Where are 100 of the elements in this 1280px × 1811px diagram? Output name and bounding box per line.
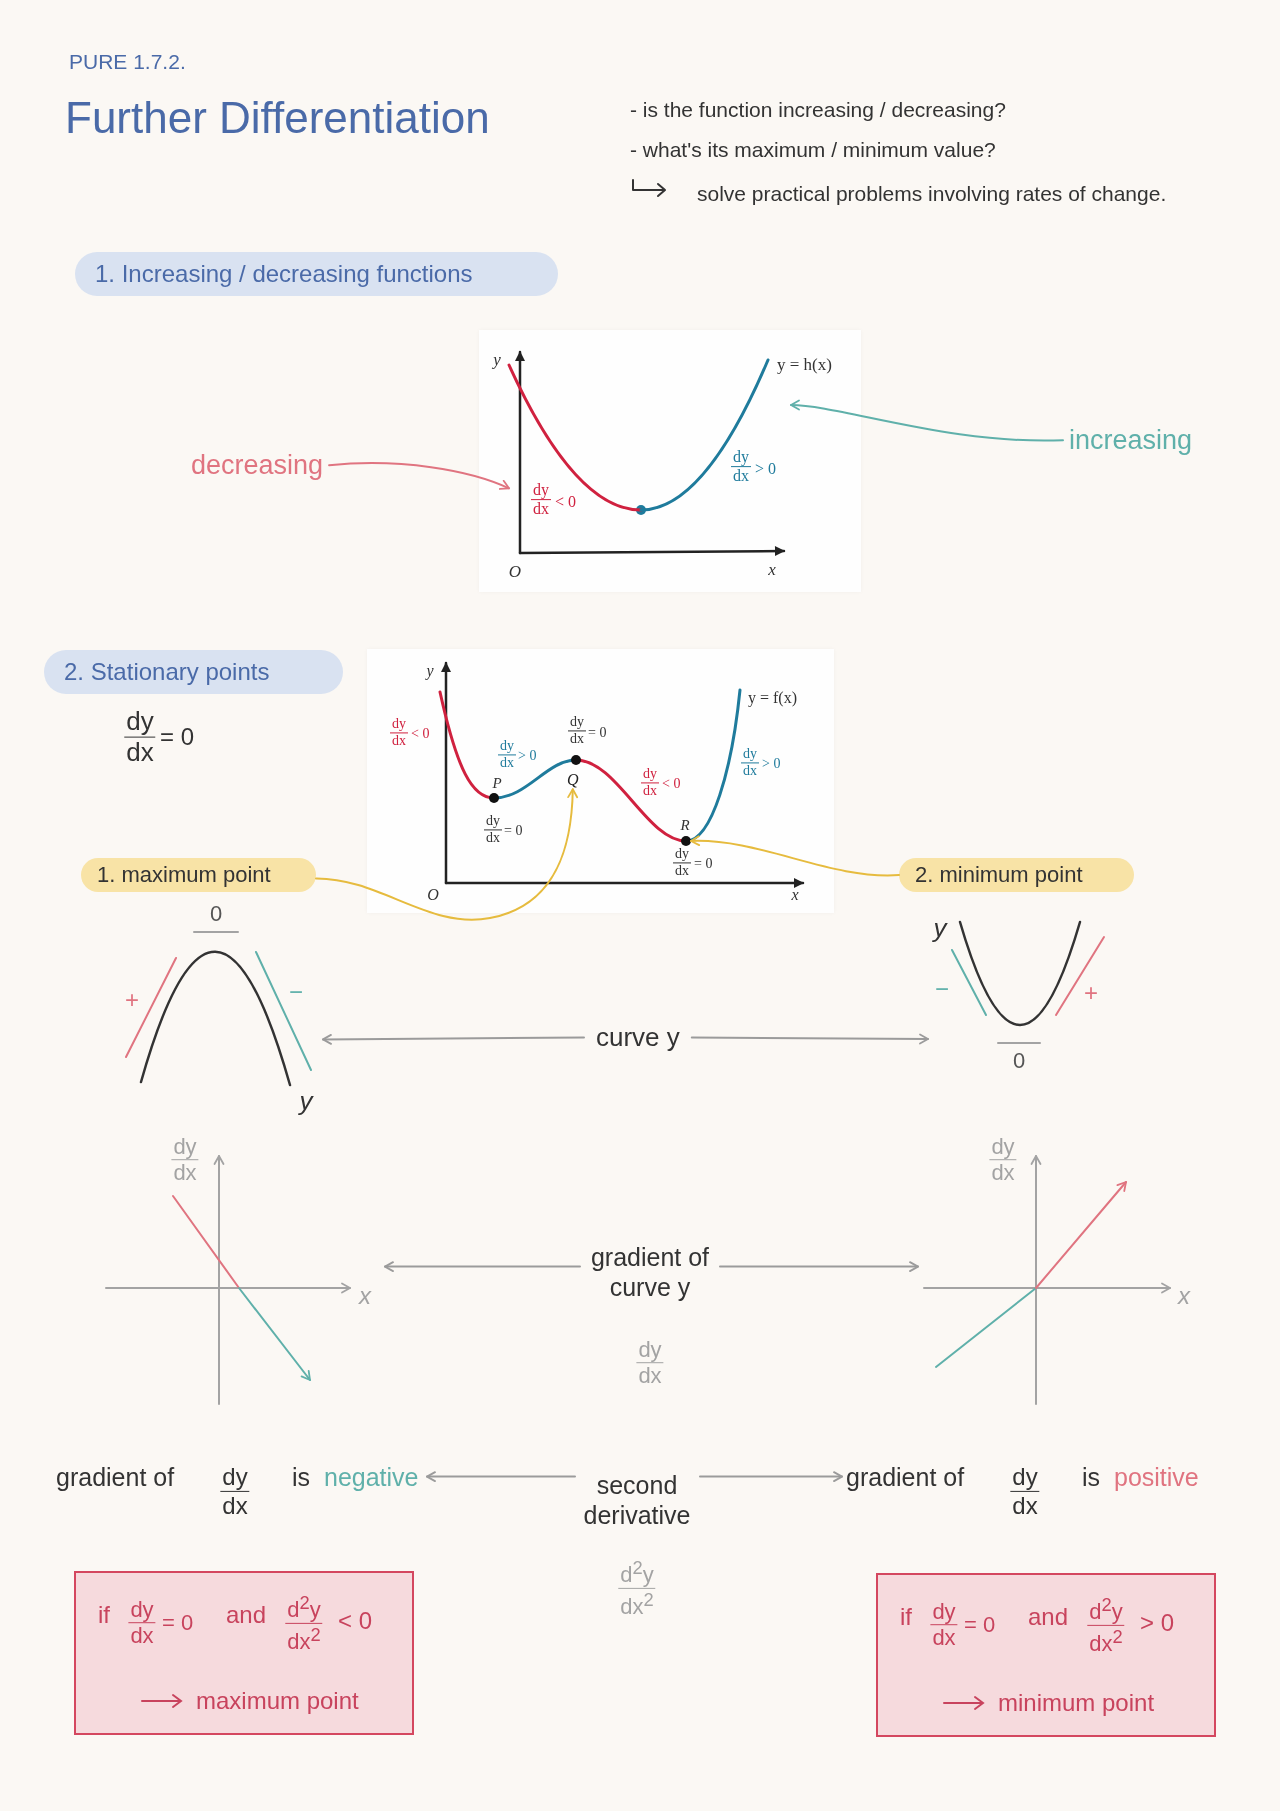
fraction-numerator: dy bbox=[673, 846, 691, 864]
fraction-numerator: dy bbox=[568, 714, 586, 732]
leader-arrow bbox=[315, 788, 578, 921]
note-text: positive bbox=[1114, 1462, 1199, 1492]
note-text: is bbox=[292, 1462, 311, 1492]
math-label: = 0 bbox=[694, 855, 713, 873]
axis-label: x bbox=[359, 1281, 371, 1311]
fraction-numerator: dy bbox=[1010, 1462, 1040, 1492]
axis-label: O bbox=[508, 561, 522, 583]
fraction-numerator: dy bbox=[731, 448, 751, 468]
fraction-numerator: dy bbox=[220, 1462, 250, 1492]
fraction-denominator: dx bbox=[931, 1625, 957, 1651]
point-label: R bbox=[680, 816, 690, 834]
condition-text: and bbox=[1028, 1602, 1069, 1632]
fraction-denominator: dx$^{2}$ bbox=[619, 1588, 655, 1620]
note-text: negative bbox=[324, 1462, 419, 1492]
fraction-denominator: dx bbox=[391, 733, 407, 750]
section-heading: 1. Increasing / decreasing functions bbox=[75, 252, 558, 296]
math-label: > 0 bbox=[755, 459, 777, 479]
axis-label: x bbox=[768, 559, 776, 581]
page-title: Further Differentiation bbox=[65, 91, 490, 144]
sign-label: + bbox=[125, 985, 139, 1015]
fraction-numerator: dy bbox=[124, 706, 156, 738]
note-text: solve practical problems involving rates of change. bbox=[697, 181, 1167, 207]
condition-text: = 0 bbox=[964, 1611, 996, 1639]
curve-label: y bbox=[299, 1086, 313, 1118]
fraction-numerator: d$^{2}$y bbox=[618, 1556, 656, 1589]
fraction-numerator: dy bbox=[171, 1134, 199, 1161]
condition-text: < 0 bbox=[338, 1606, 373, 1636]
math-label: = 0 bbox=[588, 724, 607, 742]
condition-text: and bbox=[226, 1600, 267, 1630]
fraction-denominator: dx bbox=[990, 1160, 1016, 1186]
graph-panel bbox=[367, 649, 834, 913]
note-text: second derivative bbox=[582, 1470, 692, 1530]
fraction-denominator: dx bbox=[732, 467, 750, 486]
condition-box bbox=[876, 1573, 1216, 1737]
callout-label: curve y bbox=[584, 1020, 692, 1056]
fraction-denominator: dx bbox=[221, 1491, 249, 1520]
value-label: 0 bbox=[1012, 1047, 1026, 1075]
axis-label: O bbox=[427, 885, 439, 905]
math-label: > 0 bbox=[518, 747, 537, 765]
fraction-numerator: dy bbox=[641, 766, 659, 784]
arrow bbox=[719, 1261, 919, 1272]
sign-label: + bbox=[1084, 978, 1098, 1008]
fraction-denominator: dx bbox=[129, 1623, 155, 1649]
fraction-numerator: dy bbox=[636, 1337, 664, 1364]
point-label: P bbox=[492, 774, 502, 792]
axis-label: y bbox=[493, 349, 501, 371]
value-label: 0 bbox=[209, 900, 223, 928]
arrow bbox=[384, 1261, 581, 1272]
condition-text: > 0 bbox=[1140, 1608, 1175, 1638]
result-text: minimum point bbox=[998, 1688, 1155, 1718]
leader-arrow bbox=[328, 462, 510, 491]
section-code: PURE 1.7.2. bbox=[69, 49, 186, 75]
graph-panel bbox=[479, 330, 861, 592]
fraction-numerator: d$^{2}$y bbox=[1087, 1593, 1125, 1626]
note-text: is bbox=[1082, 1462, 1101, 1492]
math-label: = 0 bbox=[160, 722, 195, 752]
fraction-numerator: dy bbox=[930, 1599, 958, 1626]
note-text: gradient of curve y bbox=[589, 1242, 711, 1302]
fraction-numerator: dy bbox=[531, 481, 551, 501]
callout-label: increasing bbox=[1063, 422, 1199, 459]
fraction-numerator: d$^{2}$y bbox=[285, 1591, 323, 1624]
math-label: < 0 bbox=[555, 492, 577, 512]
fraction-numerator: dy bbox=[989, 1134, 1017, 1161]
note-text: gradient of bbox=[56, 1462, 175, 1492]
fraction-denominator: dx bbox=[1011, 1491, 1039, 1520]
condition-text: if bbox=[98, 1600, 110, 1630]
leader-arrow bbox=[690, 835, 900, 877]
fraction-numerator: dy bbox=[498, 738, 516, 756]
axis-label: x bbox=[791, 885, 799, 905]
point-marker bbox=[681, 836, 691, 846]
fraction-denominator: dx bbox=[674, 863, 690, 880]
fraction-numerator: dy bbox=[390, 716, 408, 734]
arrow bbox=[322, 1033, 585, 1045]
note-text: - is the function increasing / decreasing? bbox=[630, 97, 1006, 123]
condition-text: = 0 bbox=[162, 1609, 194, 1637]
fraction-denominator: dx bbox=[125, 737, 155, 768]
fraction-numerator: dy bbox=[484, 813, 502, 831]
curve-label: y bbox=[933, 913, 947, 945]
fraction-numerator: dy bbox=[128, 1597, 156, 1624]
curve-label: y = h(x) bbox=[777, 354, 832, 376]
axis-label: x bbox=[1178, 1281, 1190, 1311]
point-label: Q bbox=[567, 770, 579, 790]
callout-label: 1. maximum point bbox=[81, 858, 316, 892]
fraction-denominator: dx bbox=[637, 1363, 663, 1389]
note-text: - what's its maximum / minimum value? bbox=[630, 137, 996, 163]
math-label: < 0 bbox=[411, 725, 430, 743]
axis-label: y bbox=[426, 661, 434, 681]
callout-label: decreasing bbox=[185, 447, 330, 484]
section-heading: 2. Stationary points bbox=[44, 650, 343, 694]
sign-label: − bbox=[289, 977, 303, 1007]
fraction-numerator: dy bbox=[741, 746, 759, 764]
callout-label: 2. minimum point bbox=[899, 858, 1134, 892]
fraction-denominator: dx$^{2}$ bbox=[286, 1623, 322, 1655]
condition-box bbox=[74, 1571, 414, 1735]
condition-text: if bbox=[900, 1602, 912, 1632]
fraction-denominator: dx bbox=[172, 1160, 198, 1186]
result-text: maximum point bbox=[196, 1686, 359, 1716]
note-text: gradient of bbox=[846, 1462, 965, 1492]
